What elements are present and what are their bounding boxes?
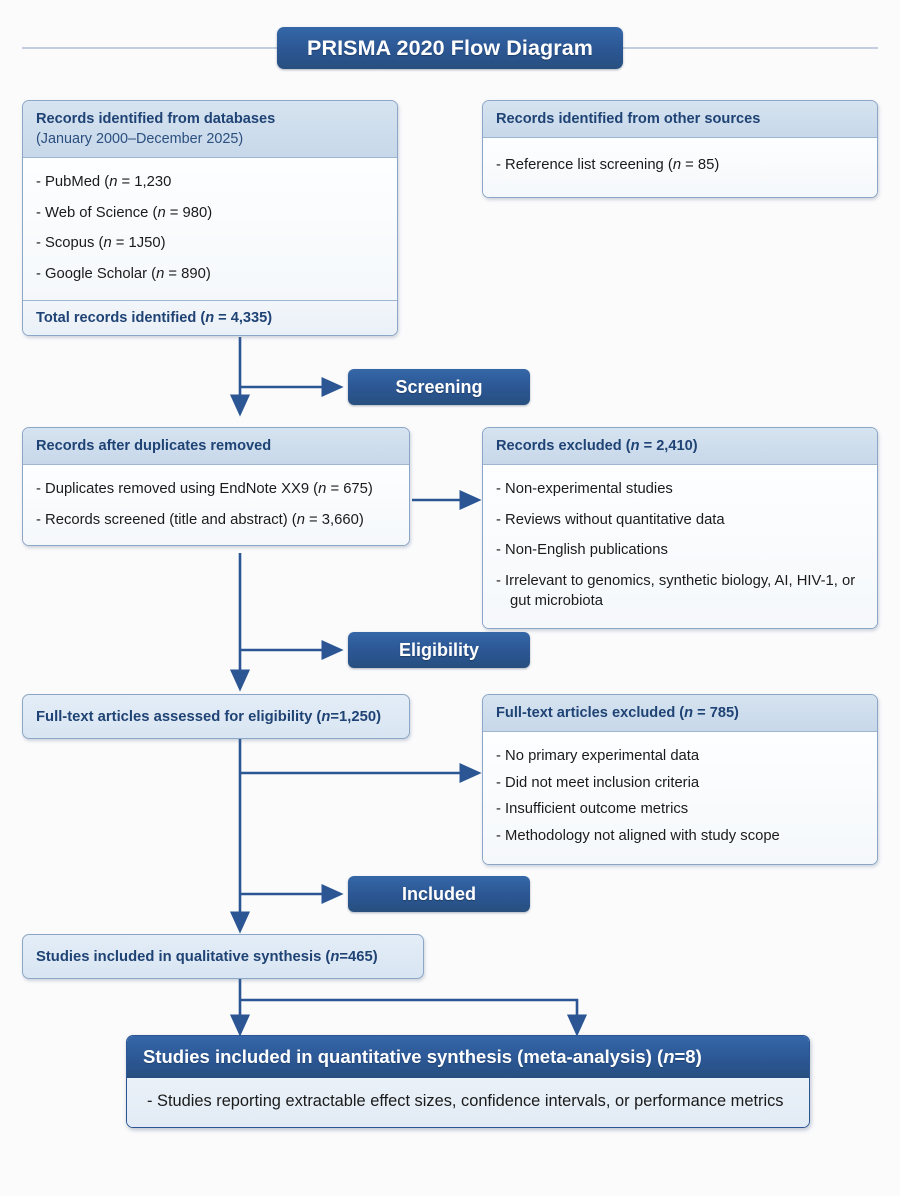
list-item: - Web of Science (n = 980) (36, 204, 213, 221)
databases-box-body: - PubMed (n = 1,230 - Web of Science (n … (23, 158, 397, 300)
stage-badge-included: Included (348, 876, 530, 912)
list-item: - Duplicates removed using EndNote XX9 (… (36, 480, 373, 497)
records-excluded-header: Records excluded (n = 2,410) (483, 428, 877, 466)
duplicates-box-header: Records after duplicates removed (23, 428, 409, 466)
list-item: - Studies reporting extractable effect s… (147, 1092, 784, 1110)
databases-box-subtitle: (January 2000–December 2025) (36, 131, 244, 148)
databases-box-title: Records identified from databases (36, 111, 276, 127)
list-item: - Insufficient outcome metrics (496, 801, 689, 818)
records-after-duplicates-box: Records after duplicates removed - Dupli… (22, 427, 410, 546)
list-item: - Methodology not aligned with study sco… (496, 828, 780, 845)
full-text-assessed-label: Full-text articles assessed for eligibil… (36, 708, 382, 725)
total-records-identified: Total records identified (n = 4,335) (23, 299, 397, 335)
list-item: - PubMed (n = 1,230 (36, 173, 172, 190)
duplicates-box-body: - Duplicates removed using EndNote XX9 (… (23, 465, 409, 545)
full-text-excluded-body: - No primary experimental data - Did not… (483, 732, 877, 864)
records-identified-other-sources-box: Records identified from other sources - … (482, 100, 878, 199)
records-excluded-box: Records excluded (n = 2,410) - Non-exper… (482, 427, 878, 630)
list-item: - Irrelevant to genomics, synthetic biol… (496, 573, 856, 609)
list-item: - No primary experimental data (496, 747, 700, 764)
full-text-excluded-box: Full-text articles excluded (n = 785) - … (482, 694, 878, 865)
full-text-assessed-box: Full-text articles assessed for eligibil… (22, 694, 410, 739)
qualitative-synthesis-label: Studies included in qualitative synthesi… (36, 948, 378, 965)
list-item: - Did not meet inclusion criteria (496, 774, 700, 791)
diagram-title-badge: PRISMA 2020 Flow Diagram (277, 27, 623, 69)
list-item: - Reviews without quantitative data (496, 511, 725, 528)
other-sources-box-header: Records identified from other sources (483, 101, 877, 139)
records-excluded-body: - Non-experimental studies - Reviews wit… (483, 465, 877, 629)
quantitative-synthesis-header: Studies included in quantitative synthes… (127, 1036, 809, 1078)
list-item: - Google Scholar (n = 890) (36, 266, 211, 283)
stage-badge-screening: Screening (348, 369, 530, 405)
stage-label: Screening (395, 376, 483, 397)
page-title: PRISMA 2020 Flow Diagram (307, 35, 593, 60)
list-item: - Non-English publications (496, 542, 668, 559)
list-item: - Scopus (n = 1J50) (36, 235, 166, 252)
qualitative-synthesis-box: Studies included in qualitative synthesi… (22, 934, 424, 979)
full-text-excluded-header: Full-text articles excluded (n = 785) (483, 695, 877, 733)
list-item: - Non-experimental studies (496, 480, 673, 497)
list-item: - Records screened (title and abstract) … (36, 511, 364, 528)
stage-badge-eligibility: Eligibility (348, 632, 530, 668)
other-sources-box-body: - Reference list screening (n = 85) (483, 138, 877, 198)
list-item: - Reference list screening (n = 85) (496, 156, 720, 173)
stage-label: Included (401, 883, 476, 904)
quantitative-synthesis-body: - Studies reporting extractable effect s… (127, 1078, 809, 1127)
records-identified-databases-box: Records identified from databases (Janua… (22, 100, 398, 336)
databases-box-header: Records identified from databases (Janua… (23, 101, 397, 159)
quantitative-synthesis-box: Studies included in quantitative synthes… (126, 1035, 810, 1128)
stage-label: Eligibility (398, 639, 479, 660)
